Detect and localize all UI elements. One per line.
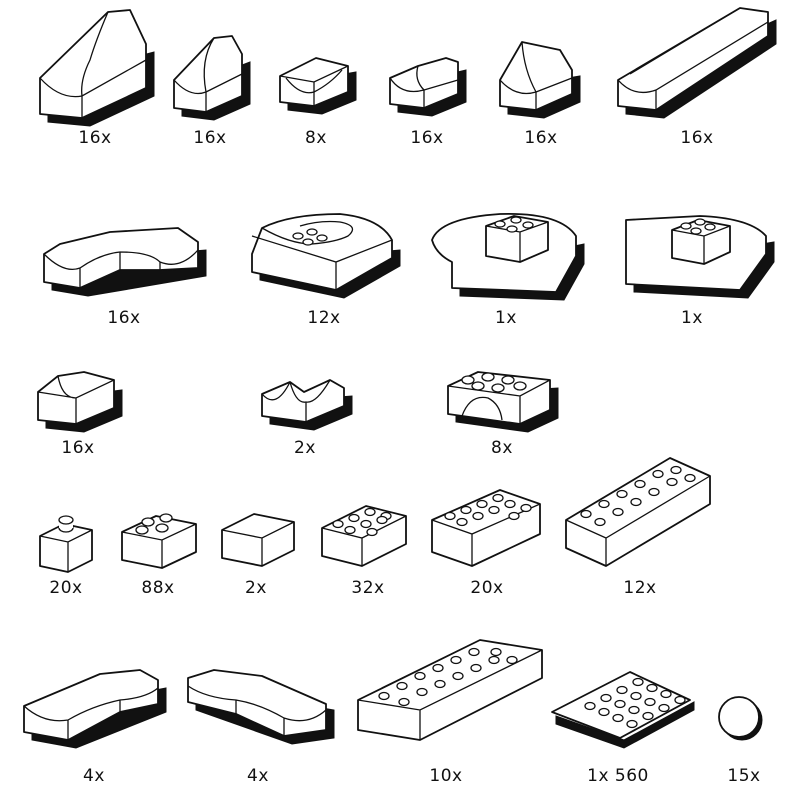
part-quantity: 32x (351, 578, 385, 598)
part-quantity: 16x (410, 128, 444, 148)
part-quantity: 1x (495, 308, 517, 328)
part-quantity: 16x (78, 128, 112, 148)
part-quantity: 20x (49, 578, 83, 598)
part-quantity: 16x (107, 308, 141, 328)
part-quantity: 10x (429, 766, 463, 786)
part-quantity: 12x (307, 308, 341, 328)
part-quantity: 20x (470, 578, 504, 598)
part-quantity: 16x (61, 438, 95, 458)
part-quantity: 1x 560 (587, 766, 649, 786)
part-quantity: 2x (245, 578, 267, 598)
part-quantity: 12x (623, 578, 657, 598)
part-quantity: 8x (305, 128, 327, 148)
part-quantity: 2x (294, 438, 316, 458)
part-quantity: 4x (247, 766, 269, 786)
part-quantity: 16x (193, 128, 227, 148)
part-quantity: 4x (83, 766, 105, 786)
part-quantity: 16x (524, 128, 558, 148)
part-quantity: 8x (491, 438, 513, 458)
part-quantity: 88x (141, 578, 175, 598)
part-quantity: 15x (727, 766, 761, 786)
part-quantity: 16x (680, 128, 714, 148)
part-quantity: 1x (681, 308, 703, 328)
